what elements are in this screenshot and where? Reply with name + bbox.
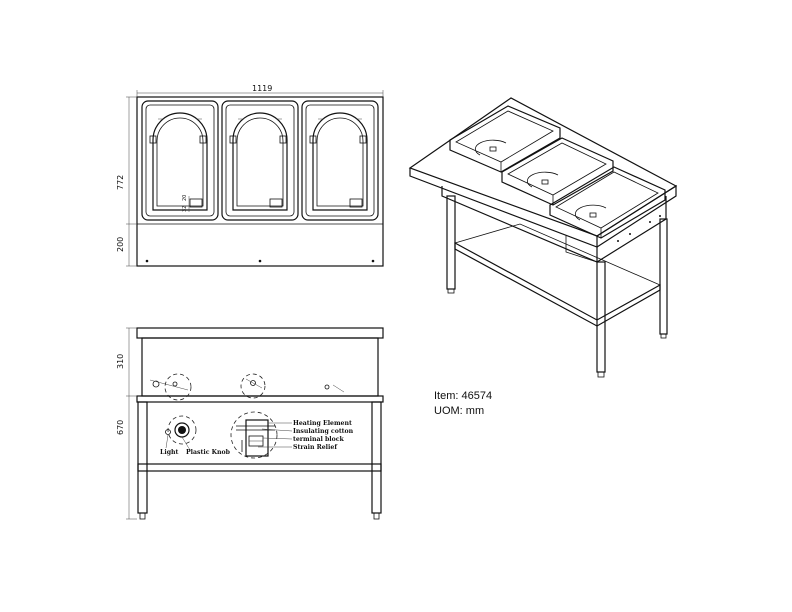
dim-small-a: 20 [182,195,188,201]
iso-front-face [409,168,598,248]
callout-light: Light [160,449,179,456]
iso-leg-front-right [596,261,606,373]
iso-leg-front-left [446,195,456,290]
well-1 [141,100,219,221]
mount-hole [145,259,149,263]
callout-strain-relief: Strain Relief [293,444,337,451]
dim-well-height: 310 [116,354,125,369]
iso-well-2 [501,137,614,206]
callout-heating-element: Heating Element [293,420,352,427]
countertop-rim [136,327,384,339]
fastener-middle [245,378,263,389]
iso-leg-back-right [659,218,668,335]
unit-of-measure: UOM: mm [434,405,485,417]
iso-well-1 [449,105,561,173]
callout-plastic-knob: Plastic Knob [186,449,231,456]
well-2 [221,100,299,221]
dim-depth: 772 [116,175,125,190]
iso-undershelf [454,241,661,327]
item-number: Item: 46574 [434,390,493,402]
top-view: 20 32 1119 772 200 [116,84,384,267]
top-view-outline [136,96,384,267]
callout-terminal-block: terminal block [293,436,345,443]
iso-well-3 [549,166,666,239]
well-3 [301,100,379,221]
dim-small-b: 32 [182,206,188,212]
leg-left [137,401,148,514]
front-view: Light Plastic Knob Heating Element Insul… [116,327,384,520]
mount-hole [371,259,375,263]
callout-insulating-cotton: Insulating cotton [293,428,354,435]
iso-top-surface [408,97,678,237]
indicator-light [165,429,171,435]
dim-leg-height: 670 [116,420,125,435]
undershelf [137,463,382,472]
mount-hole [258,259,262,263]
dim-width: 1119 [252,84,272,93]
fastener-right [324,384,345,393]
isometric-view [408,97,678,378]
leg-right [371,401,382,514]
fastener-left [149,379,189,391]
dim-ledge: 200 [116,237,125,252]
light-knob-inner [178,426,186,434]
